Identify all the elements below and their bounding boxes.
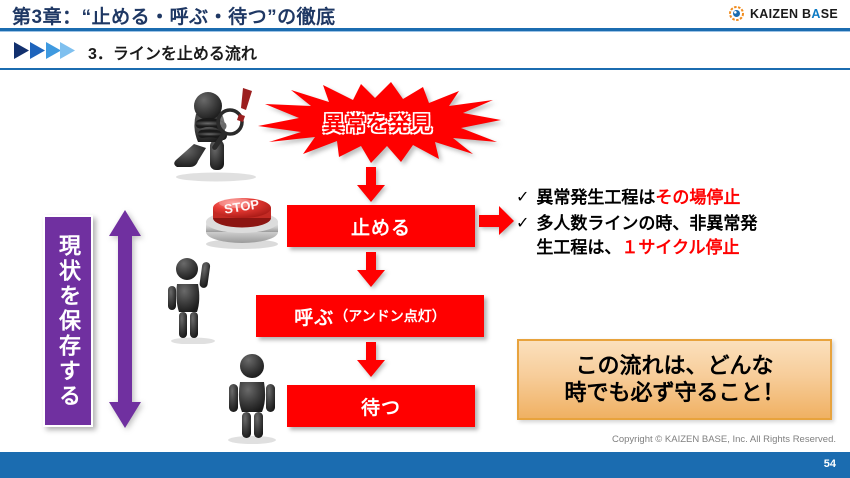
check-icon: ✓ — [516, 215, 530, 233]
check-icon: ✓ — [516, 189, 530, 206]
section-rule — [0, 68, 850, 70]
header-rule-secondary — [0, 31, 850, 32]
process-box-wait-label: 待つ — [360, 397, 401, 419]
section-label: ラインを止める流れ — [112, 46, 257, 63]
page-number: 54 — [823, 458, 836, 470]
section-bar — [0, 32, 850, 68]
process-box-call[interactable]: 呼ぶ（アンドン点灯） — [256, 295, 484, 337]
triple-chevron-right-icon — [14, 41, 76, 60]
section-number: 3． — [88, 46, 113, 63]
process-box-wait[interactable]: 待つ — [287, 385, 475, 427]
copyright-text: Copyright © KAIZEN BASE, Inc. All Rights… — [611, 434, 836, 445]
stop-push-button-image: STOP — [196, 182, 288, 250]
header-rule-primary — [0, 28, 850, 31]
svg-text:STOP: STOP — [223, 196, 260, 216]
list-item: ✓ 多人数ラインの時、非異常発生工程は、１サイクル停止 — [516, 212, 846, 260]
callout-box: この流れは、どんな 時でも必ず守ること！ — [517, 339, 832, 420]
bullet-2-red: １サイクル停止 — [621, 238, 740, 258]
footer-bar — [0, 452, 850, 478]
bullet-list: ✓ 異常発生工程はその場停止 ✓ 多人数ラインの時、非異常発生工程は、１サイクル… — [516, 186, 846, 262]
bullet-1-black: 異常発生工程は — [536, 188, 656, 207]
process-box-call-sublabel: （アンドン点灯） — [334, 308, 446, 324]
process-box-stop-label: 止める — [350, 217, 411, 239]
figure-inspector-icon — [160, 84, 272, 182]
gear-icon — [728, 5, 745, 22]
bullet-1-red: その場停止 — [655, 188, 741, 207]
figure-raising-hand-icon — [163, 256, 225, 344]
logo-text-part1: KAIZEN B — [749, 6, 812, 21]
process-box-call-label: 呼ぶ — [294, 307, 335, 329]
callout-line-2: 時でも必ず守ること！ — [564, 379, 785, 405]
preserve-state-text: 現状を保存する — [56, 233, 81, 409]
arrow-down-icon — [356, 342, 386, 378]
brand-logo: KAIZEN BASE — [728, 5, 838, 22]
arrow-down-icon — [356, 252, 386, 288]
bullet-text-2: 多人数ラインの時、非異常発生工程は、１サイクル停止 — [536, 212, 846, 260]
list-item: ✓ 異常発生工程はその場停止 — [516, 186, 846, 210]
double-arrow-vertical-icon — [107, 210, 143, 428]
logo-text-part2: SE — [820, 6, 838, 21]
bullet-2-black-b: 生工程は、 — [536, 238, 622, 258]
arrow-down-icon — [356, 167, 386, 203]
page-title: 第3章：“止める・呼ぶ・待つ”の徹底 — [12, 7, 336, 28]
bullet-2-black-a: 多人数ラインの時、非異常発 — [536, 214, 758, 234]
process-box-stop[interactable]: 止める — [287, 205, 475, 247]
arrow-right-icon — [479, 206, 515, 236]
figure-standing-icon — [218, 352, 288, 444]
preserve-state-label: 現状を保存する — [43, 215, 93, 427]
logo-text-accent: A — [811, 6, 821, 21]
alert-starburst: 異常を発見 — [253, 82, 503, 164]
section-heading: 3．ラインを止める流れ — [88, 40, 257, 64]
bullet-text-1: 異常発生工程はその場停止 — [536, 186, 846, 210]
logo-text: KAIZEN BASE — [750, 7, 838, 21]
callout-line-1: この流れは、どんな — [575, 352, 774, 378]
